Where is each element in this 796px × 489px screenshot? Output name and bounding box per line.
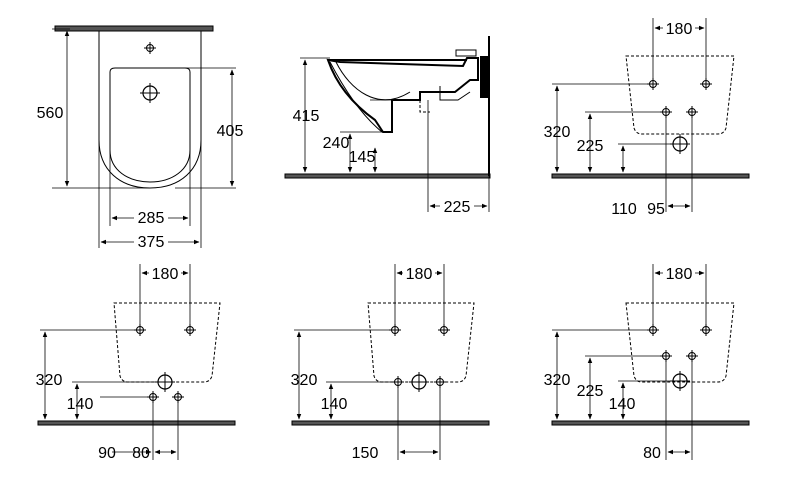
v3-offset-right-label: 95 xyxy=(647,201,665,218)
v4-offset-left-label: 90 xyxy=(98,445,116,462)
installation-view-6: 180 320 225 140 80 xyxy=(544,264,750,462)
v3-height-mid-label: 225 xyxy=(577,138,604,155)
v5-drain-icon xyxy=(408,371,430,393)
v5-outline xyxy=(367,302,475,383)
v6-height-mid-label: 225 xyxy=(577,383,604,400)
front-bidet-outline xyxy=(98,31,202,189)
front-width-outer-label: 375 xyxy=(138,234,165,251)
side-bowl-inner xyxy=(335,61,411,101)
v6-spacing-bottom-label: 80 xyxy=(643,445,661,462)
v5-height-low-label: 140 xyxy=(321,396,348,413)
side-siphon xyxy=(419,100,430,113)
side-height-rim-label: 415 xyxy=(293,108,320,125)
installation-view-4: 180 320 140 90 80 xyxy=(36,264,236,462)
front-tap-hole-icon xyxy=(143,41,157,55)
v6-height-top-label: 320 xyxy=(544,372,571,389)
v5-spacing-bottom-label: 150 xyxy=(352,445,379,462)
v4-spacing-top-label: 180 xyxy=(152,266,179,283)
front-view: 560 405 285 375 xyxy=(37,25,244,251)
v6-outline xyxy=(625,302,735,383)
v3-spacing-top-label: 180 xyxy=(666,21,693,38)
front-width-inner-label: 285 xyxy=(138,210,165,227)
front-drain-icon xyxy=(139,82,161,104)
v3-height-top-label: 320 xyxy=(544,124,571,141)
side-depth-connection-label: 225 xyxy=(444,199,471,216)
side-height-outlet-label: 240 xyxy=(323,135,350,152)
v4-outline xyxy=(113,302,221,383)
v4-height-low-label: 140 xyxy=(67,396,94,413)
installation-view-5: 180 320 140 150 xyxy=(291,264,490,462)
side-wall-mount xyxy=(480,56,488,98)
v4-height-top-label: 320 xyxy=(36,372,63,389)
v5-spacing-top-label: 180 xyxy=(406,266,433,283)
v4-spacing-bottom-label: 80 xyxy=(132,445,150,462)
installation-view-3: 180 320 225 110 95 xyxy=(544,18,750,218)
side-view: 415 240 145 225 xyxy=(284,36,491,216)
v3-drain-icon xyxy=(669,133,691,155)
v6-height-low-label: 140 xyxy=(609,396,636,413)
side-floor xyxy=(284,173,491,179)
front-height-total-label: 560 xyxy=(37,105,64,122)
front-bowl-outline xyxy=(109,67,191,183)
front-height-bowl-label: 405 xyxy=(217,123,244,140)
front-top-plate xyxy=(54,25,214,32)
side-height-drain-label: 145 xyxy=(349,149,376,166)
v6-drain-icon xyxy=(669,370,691,392)
v5-height-top-label: 320 xyxy=(291,372,318,389)
v3-outline xyxy=(625,55,735,135)
v6-spacing-top-label: 180 xyxy=(666,266,693,283)
v3-height-low-label: 110 xyxy=(611,201,637,218)
side-bidet-outline xyxy=(326,57,479,133)
